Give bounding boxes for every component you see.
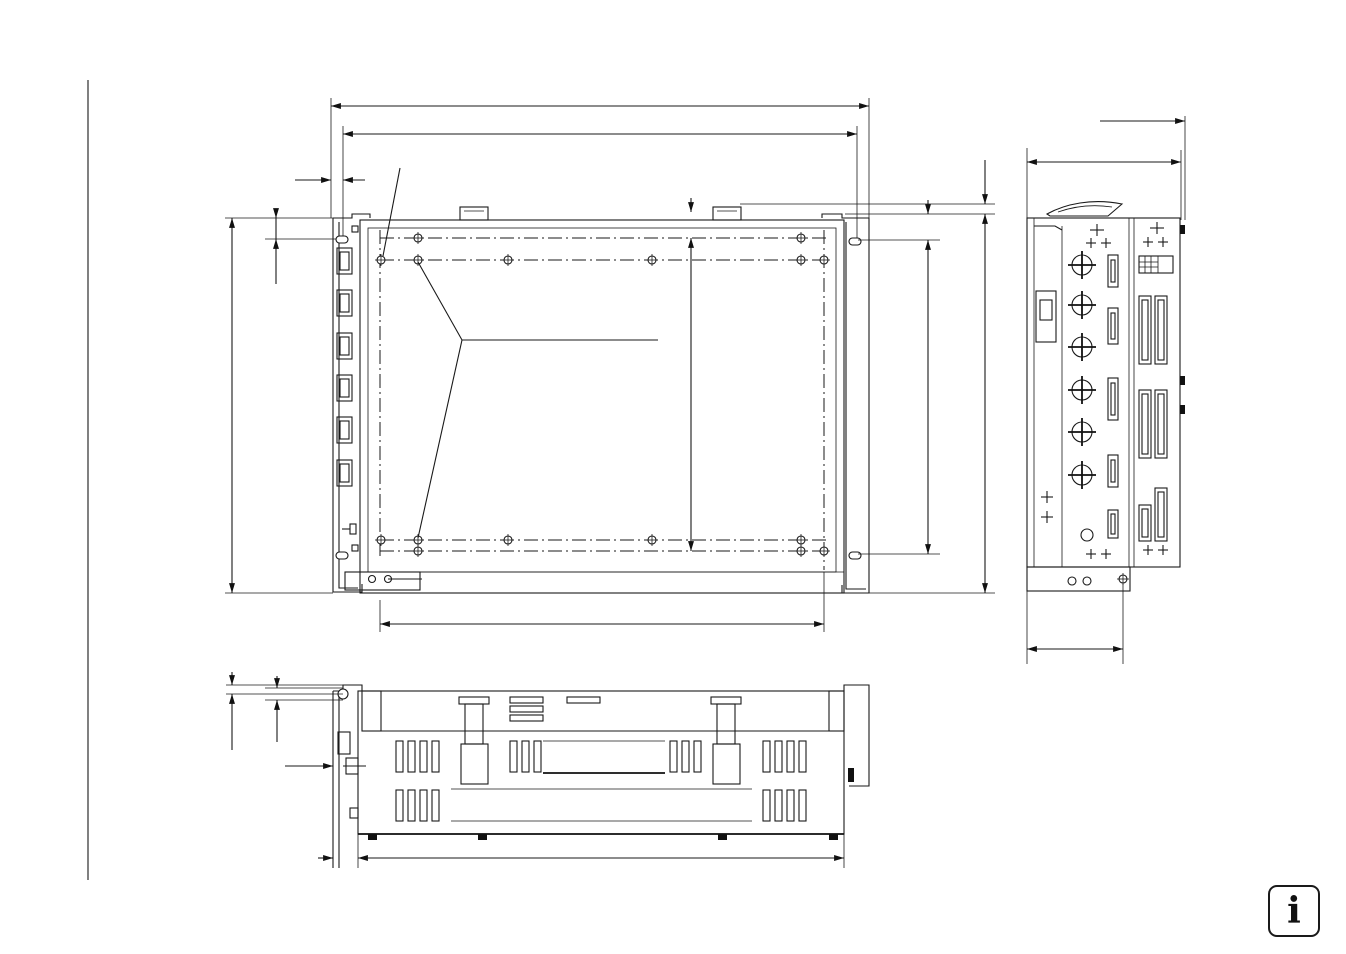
side-switch (1035, 290, 1057, 343)
side-cable-clip (1045, 201, 1124, 217)
info-icon: i (1287, 890, 1301, 932)
top-latch-left (459, 206, 489, 221)
mounting-holes (367, 233, 829, 584)
top-latch-right (712, 206, 742, 221)
side-view (1026, 116, 1186, 664)
bottom-tab (344, 571, 421, 591)
leader-holes (417, 261, 658, 341)
vent-slots (395, 740, 807, 822)
leader-hole-top (382, 167, 401, 257)
side-slim-connectors (1107, 254, 1119, 539)
bottom-latch-right (710, 696, 742, 705)
side-grid-label (1138, 255, 1174, 274)
side-housing (1026, 217, 1181, 568)
right-bracket-slot-bottom (848, 551, 862, 560)
front-inner-frame (367, 227, 837, 573)
right-bracket (821, 213, 870, 594)
bottom-view (226, 672, 870, 868)
side-header-connectors (1138, 295, 1168, 542)
bottom-housing (357, 690, 845, 835)
front-view (225, 98, 995, 632)
side-screws (1041, 222, 1168, 559)
bottom-latch-left (458, 696, 490, 705)
left-connectors (336, 247, 353, 487)
front-housing (359, 219, 845, 594)
right-bracket-slot-top (848, 237, 862, 246)
side-round-connectors (1068, 251, 1096, 489)
left-bracket (332, 213, 371, 593)
left-bracket-slot-top (335, 235, 349, 244)
info-badge: i (1268, 885, 1320, 937)
side-bottom-plate (1026, 566, 1131, 592)
left-bracket-slot-bottom (335, 551, 349, 560)
